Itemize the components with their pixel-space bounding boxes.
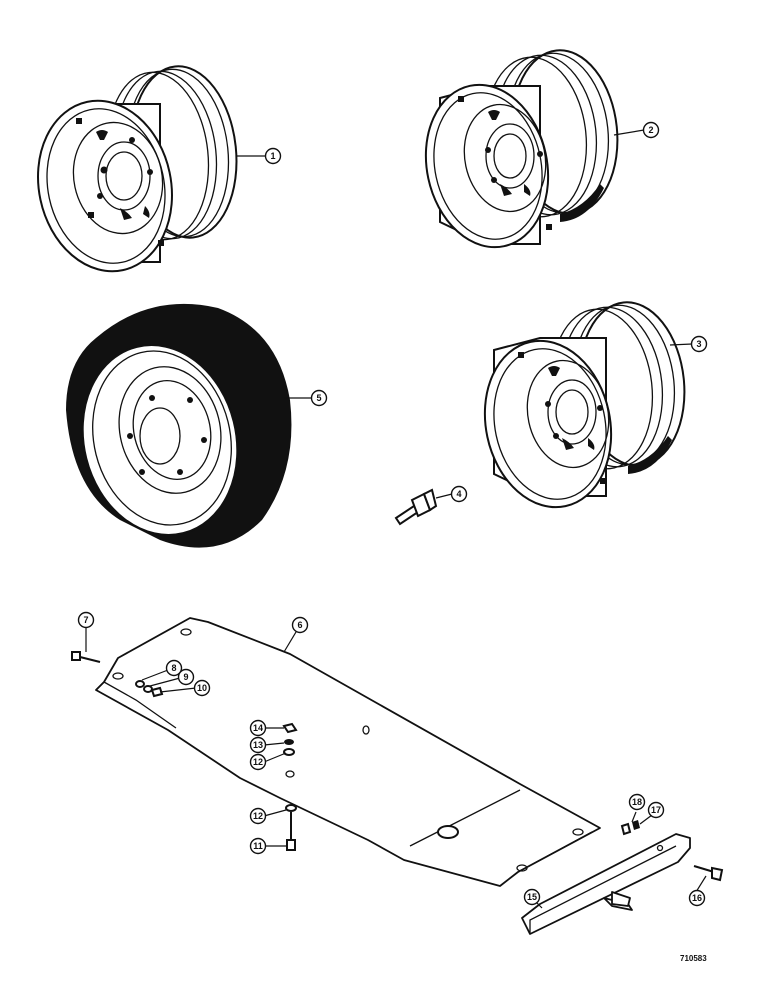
svg-text:16: 16 [692, 893, 702, 903]
svg-text:6: 6 [297, 620, 302, 630]
bolt-7 [71, 651, 101, 663]
skid-plate-6 [95, 617, 601, 887]
leader-lines [85, 129, 707, 909]
callout-7: 7 [77, 611, 95, 629]
nut-18 [620, 822, 632, 836]
svg-text:15: 15 [527, 892, 537, 902]
nut-14 [282, 722, 298, 734]
washer-8 [135, 680, 145, 688]
svg-text:12: 12 [253, 757, 263, 767]
callout-12-lower: 12 [249, 807, 267, 825]
bolt-11 [286, 812, 296, 851]
callout-11: 11 [249, 837, 267, 855]
washer-12 [283, 748, 295, 756]
callout-13: 13 [249, 736, 267, 754]
wheel-rim-2 [424, 49, 619, 249]
svg-text:8: 8 [171, 663, 176, 673]
svg-text:18: 18 [632, 797, 642, 807]
svg-text:12: 12 [253, 811, 263, 821]
svg-text:5: 5 [316, 393, 321, 403]
bracket-15 [521, 833, 691, 935]
callout-18: 18 [628, 793, 646, 811]
lockwasher-13 [284, 739, 294, 745]
nut-10 [150, 686, 164, 698]
callout-3: 3 [690, 335, 708, 353]
svg-text:13: 13 [253, 740, 263, 750]
svg-text:7: 7 [83, 615, 88, 625]
callout-14: 14 [249, 719, 267, 737]
callout-15: 15 [523, 888, 541, 906]
svg-text:3: 3 [696, 339, 701, 349]
svg-text:14: 14 [253, 723, 263, 733]
wheel-rim-1 [37, 65, 238, 273]
svg-text:4: 4 [456, 489, 461, 499]
callout-10: 10 [193, 679, 211, 697]
callout-1: 1 [264, 147, 282, 165]
callout-2: 2 [642, 121, 660, 139]
callout-17: 17 [647, 801, 665, 819]
svg-text:17: 17 [651, 805, 661, 815]
svg-text:10: 10 [197, 683, 207, 693]
callout-5: 5 [310, 389, 328, 407]
bolt-16 [693, 865, 724, 882]
callout-4: 4 [450, 485, 468, 503]
wheel-rim-3 [483, 301, 686, 509]
drawing-number: 710583 [680, 954, 707, 963]
lockwasher-17 [632, 820, 640, 830]
solid-tire-5 [66, 303, 292, 548]
svg-text:1: 1 [270, 151, 275, 161]
lockwasher-9 [143, 685, 153, 693]
washer-12-lower [285, 804, 297, 812]
svg-text:9: 9 [183, 672, 188, 682]
svg-text:11: 11 [253, 841, 263, 851]
valve-stem-4 [394, 488, 438, 526]
callout-6: 6 [291, 616, 309, 634]
callout-8: 8 [165, 659, 183, 677]
callout-9: 9 [177, 668, 195, 686]
callout-16: 16 [688, 889, 706, 907]
svg-text:2: 2 [648, 125, 653, 135]
callout-12-upper: 12 [249, 753, 267, 771]
